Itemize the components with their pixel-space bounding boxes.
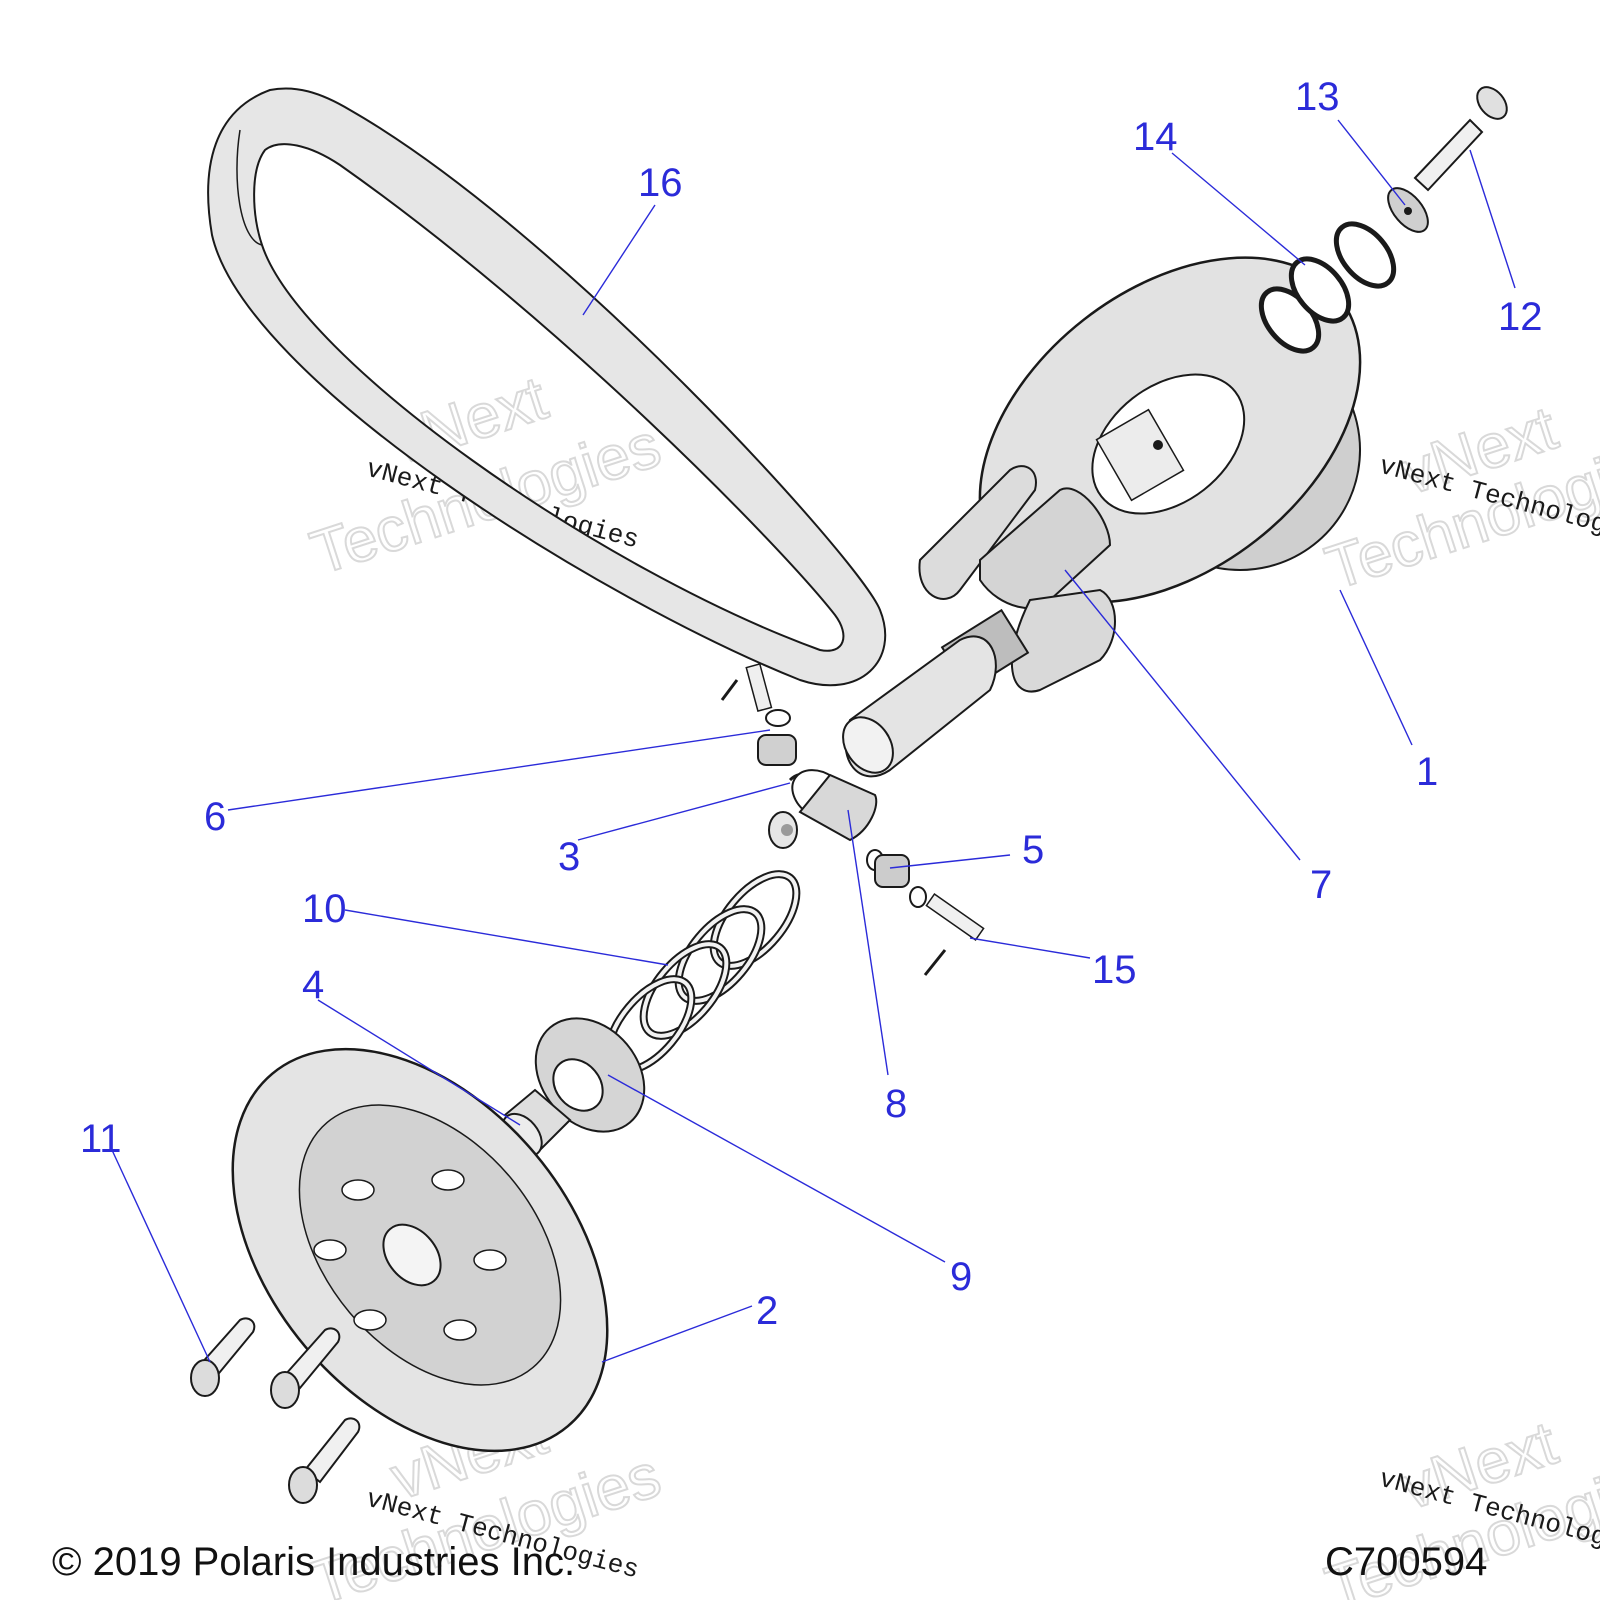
callout-1: 1 [1416,750,1438,794]
callout-4: 4 [302,963,324,1007]
callout-12: 12 [1498,295,1543,339]
part-flat-washer [1387,187,1429,233]
callout-9: 9 [950,1255,972,1299]
leader-9 [607,1074,946,1263]
callout-3: 3 [558,835,580,879]
leader-16 [582,204,656,316]
leader-7 [1064,569,1301,861]
leader-11 [111,1149,211,1363]
callout-10: 10 [302,887,347,931]
leader-14 [1171,152,1306,266]
callout-6: 6 [204,795,226,839]
diagram-code: C700594 [1325,1540,1488,1584]
leader-3 [577,782,791,841]
part-bushing-8 [768,769,878,849]
callout-11: 11 [80,1117,122,1161]
leader-lines [111,119,1516,1363]
callout-13: 13 [1295,75,1340,119]
leader-2 [601,1305,753,1363]
part-spring-seat [534,1017,646,1133]
part-spring [604,870,801,1075]
copyright-text: © 2019 Polaris Industries Inc. [52,1540,576,1584]
leader-8 [847,809,889,1076]
callout-16: 16 [638,161,683,205]
leader-1 [1339,589,1413,746]
watermark-top-right: vNext Technologies vNext Technologies [1317,393,1600,605]
callout-15: 15 [1092,948,1137,992]
leader-5 [889,854,1011,869]
leader-4 [317,999,521,1126]
leader-12 [1469,149,1516,289]
callout-numbers: 1 2 3 4 5 6 7 8 9 10 11 12 13 14 15 16 [80,75,1543,1333]
part-roller-pin-6 [720,663,797,766]
callout-14: 14 [1133,115,1178,159]
leader-15 [969,937,1091,959]
leader-10 [344,909,669,966]
callout-2: 2 [756,1289,778,1333]
callout-7: 7 [1310,863,1332,907]
part-pin-15 [923,893,985,976]
leader-13 [1337,119,1406,206]
part-spider-assembly [842,465,1116,778]
part-drive-belt [207,87,887,687]
leader-6 [227,729,771,811]
part-shim-washers [1258,221,1397,354]
part-screws [190,1317,361,1504]
part-bolt [1413,86,1508,192]
callout-5: 5 [1022,828,1044,872]
callout-8: 8 [885,1082,907,1126]
part-roller-5 [866,849,927,908]
